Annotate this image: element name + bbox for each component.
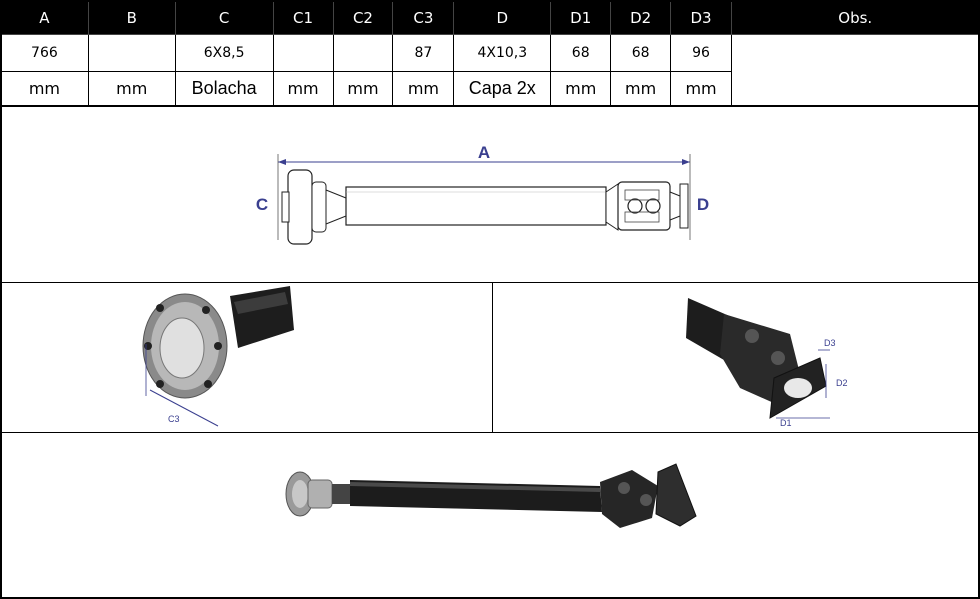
value-c: 6X8,5 xyxy=(174,34,274,72)
label-d3: D3 xyxy=(824,338,836,348)
header-d: D xyxy=(453,0,552,35)
label-d2: D2 xyxy=(836,378,848,388)
joint-photo: D1 D2 D3 xyxy=(686,298,848,428)
header-obs: Obs. xyxy=(731,0,980,35)
unit-c1: mm xyxy=(272,71,334,106)
unit-d: Capa 2x xyxy=(453,71,552,106)
label-c: C xyxy=(256,195,268,214)
unit-d2: mm xyxy=(610,71,672,106)
spec-table: A B C C1 C2 C3 D D1 D2 D3 Obs. 766 6X8,5… xyxy=(0,0,980,106)
header-c: C xyxy=(174,0,274,35)
label-a: A xyxy=(478,143,490,162)
separator-top xyxy=(0,106,980,107)
header-c2: C2 xyxy=(332,0,394,35)
label-c3: C3 xyxy=(168,414,180,424)
separator-bottom xyxy=(0,432,980,433)
units-row: mm mm Bolacha mm mm mm Capa 2x mm mm mm xyxy=(0,71,980,106)
value-obs xyxy=(731,34,980,106)
unit-d1: mm xyxy=(550,71,612,106)
shaft-dimension-diagram: A C D xyxy=(256,143,709,245)
separator-middle xyxy=(0,282,980,283)
unit-b: mm xyxy=(87,71,176,106)
header-d3: D3 xyxy=(670,0,732,35)
unit-d3: mm xyxy=(670,71,732,106)
label-d: D xyxy=(697,195,709,214)
unit-a: mm xyxy=(0,71,89,106)
label-d1: D1 xyxy=(780,418,792,428)
separator-vertical xyxy=(492,282,493,432)
flange-photo: C3 xyxy=(142,286,294,427)
header-row: A B C C1 C2 C3 D D1 D2 D3 Obs. xyxy=(0,0,980,35)
shaft-photo xyxy=(285,463,697,528)
value-d2: 68 xyxy=(610,34,672,72)
value-d: 4X10,3 xyxy=(453,34,552,72)
header-d1: D1 xyxy=(550,0,612,35)
unit-c: Bolacha xyxy=(174,71,274,106)
unit-c3: mm xyxy=(392,71,455,106)
values-row: 766 6X8,5 87 4X10,3 68 68 96 xyxy=(0,34,980,106)
header-a: A xyxy=(0,0,89,35)
